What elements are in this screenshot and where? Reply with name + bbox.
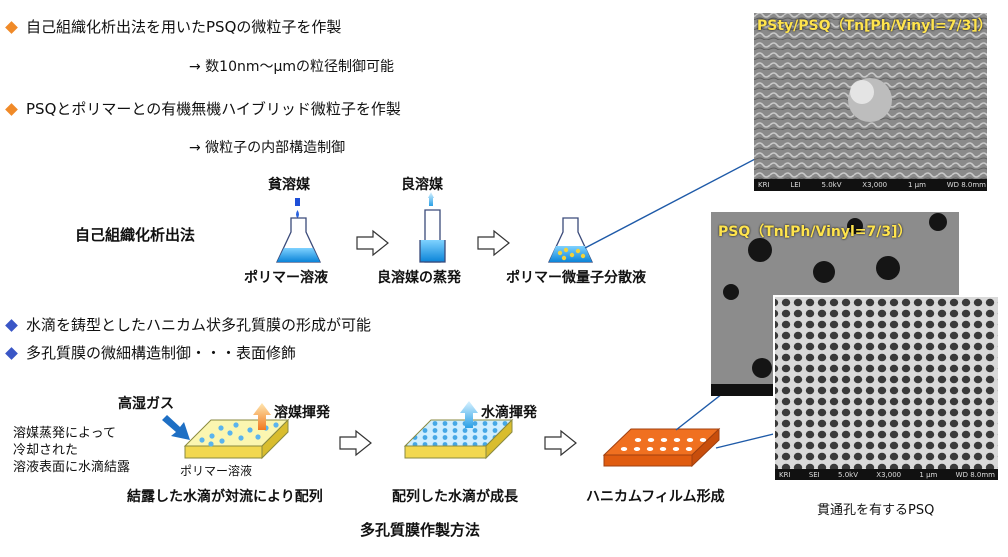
step-particle-dispersion: ポリマー微量子分散液 <box>506 270 646 286</box>
sem-info: X3,000 <box>876 471 902 479</box>
process-arrow-3 <box>339 429 372 457</box>
step-solvent-evaporation: 良溶媒の蒸発 <box>377 270 461 286</box>
diamond-bullet-icon <box>5 346 18 360</box>
sem-info: 1 μm <box>907 181 926 189</box>
diamond-bullet-icon <box>5 102 18 116</box>
diamond-bullet-icon <box>5 20 18 34</box>
process-arrow-2 <box>477 229 510 257</box>
top-photo-title: PSty/PSQ（Tn[Ph/Vinyl=7/3]） <box>757 18 992 34</box>
sem-info: 5.0kV <box>838 471 859 479</box>
process-arrow-1 <box>356 229 389 257</box>
method-label: 自己組織化析出法 <box>75 226 196 244</box>
flask-solvent-evaporation-icon <box>419 192 446 263</box>
bullet-surface-modification: 多孔質膜の微細構造制御・・・表面修飾 <box>4 344 296 362</box>
diamond-bullet-icon <box>5 318 18 332</box>
flask-particle-dispersion-icon <box>547 217 594 263</box>
film-step1-label: 結露した水滴が対流により配列 <box>127 489 323 505</box>
bullet-text: PSQとポリマーとの有機無機ハイブリッド微粒子を作製 <box>26 100 401 118</box>
flask-polymer-solution-icon <box>275 198 322 263</box>
sem-info: WD 8.0mm <box>946 181 986 189</box>
bullet-psq-particles: 自己組織化析出法を用いたPSQの微粒子を作製 <box>4 18 341 36</box>
photo-caption: 貫通孔を有するPSQ <box>817 503 935 518</box>
sem-info: KRI <box>758 181 770 189</box>
sem-info: 1 μm <box>919 471 938 479</box>
polymer-solution-label: ポリマー溶液 <box>180 464 253 478</box>
porous-method-title: 多孔質膜作製方法 <box>360 521 481 539</box>
step-polymer-solution: ポリマー溶液 <box>244 270 328 286</box>
cooling-note-line: 冷却された <box>13 443 79 458</box>
cooling-note-line: 溶媒蒸発によって <box>13 426 116 441</box>
sem-info: X3,000 <box>862 181 888 189</box>
poor-solvent-label: 貧溶媒 <box>268 177 310 193</box>
film-step3-icon <box>602 427 721 468</box>
sem-photo-top <box>754 13 987 191</box>
bullet-subnote: → 微粒子の内部構造制御 <box>189 140 346 156</box>
bullet-honeycomb-film: 水滴を鋳型としたハニカム状多孔質膜の形成が可能 <box>4 316 371 334</box>
film-step3-label: ハニカムフィルム形成 <box>586 489 725 505</box>
good-solvent-label: 良溶媒 <box>401 177 443 193</box>
sem-info: LEI <box>790 181 801 189</box>
bullet-text: 多孔質膜の微細構造制御・・・表面修飾 <box>26 344 297 362</box>
sem-info: 5.0kV <box>821 181 842 189</box>
sem-info: WD 8.0mm <box>955 471 995 479</box>
sem-info-bar-top: KRI LEI 5.0kV X3,000 1 μm WD 8.0mm <box>758 181 986 189</box>
film-step2-icon <box>403 401 514 460</box>
cooling-note-line: 溶液表面に水滴結露 <box>13 460 131 475</box>
bullet-subnote: → 数10nm～μmの粒径制御可能 <box>189 59 395 75</box>
bullet-text: 自己組織化析出法を用いたPSQの微粒子を作製 <box>26 18 342 36</box>
film-step2-label: 配列した水滴が成長 <box>392 489 518 505</box>
sem-photo-bottom <box>773 295 1000 482</box>
cooling-note: 溶媒蒸発によって 冷却された 溶液表面に水滴結露 <box>13 425 130 476</box>
bullet-text: 水滴を鋳型としたハニカム状多孔質膜の形成が可能 <box>26 316 372 334</box>
film-step1-icon <box>162 403 290 460</box>
sem-info: SEI <box>808 471 820 479</box>
sem-info: KRI <box>779 471 791 479</box>
water-evaporation-label: 水滴揮発 <box>481 405 537 421</box>
middle-photo-title: PSQ（Tn[Ph/Vinyl=7/3]） <box>718 224 912 240</box>
humid-gas-label: 高湿ガス <box>118 396 174 412</box>
sem-info-bar-bottom: KRI SEI 5.0kV X3,000 1 μm WD 8.0mm <box>779 471 995 479</box>
bullet-hybrid-particles: PSQとポリマーとの有機無機ハイブリッド微粒子を作製 <box>4 100 401 118</box>
solvent-evaporation-label: 溶媒揮発 <box>274 405 330 421</box>
process-arrow-4 <box>544 429 577 457</box>
